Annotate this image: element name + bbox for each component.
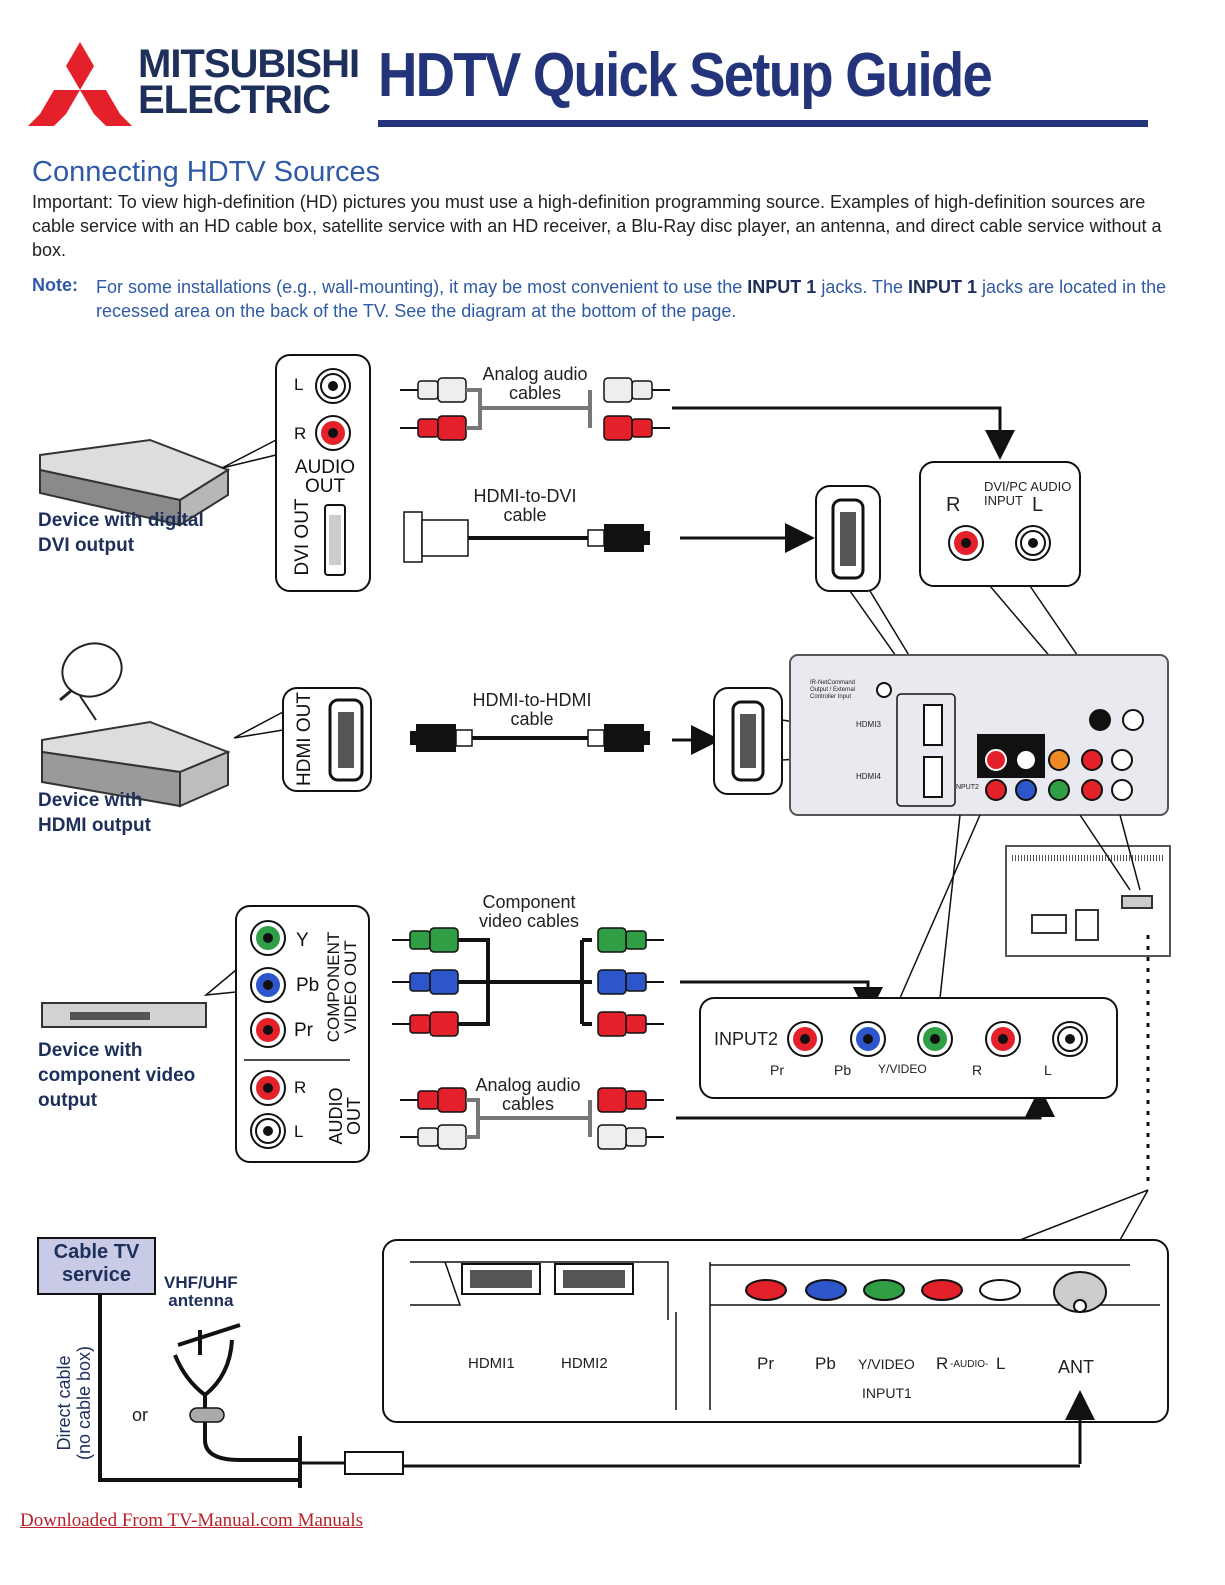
back-hdmi4-label: HDMI4 xyxy=(856,772,881,781)
title-rule xyxy=(378,120,1148,127)
input2-panel xyxy=(699,997,1118,1099)
satellite-dish-icon xyxy=(59,642,123,721)
input1-label: INPUT1 xyxy=(862,1385,912,1401)
note-text: For some installations (e.g., wall-mount… xyxy=(96,277,1167,321)
hdmi-out-label: HDMI OUT xyxy=(294,692,315,786)
dvi-out-label: DVI OUT xyxy=(292,498,313,576)
mitsubishi-logo-icon xyxy=(28,42,132,126)
component-device-icon xyxy=(41,1002,207,1028)
tv-hdmi-zoom-boxes xyxy=(713,485,931,795)
input1-r-label: R xyxy=(936,1354,949,1373)
analog-audio-cable-2 xyxy=(399,1087,1055,1150)
hdmi-device-icon xyxy=(41,720,231,808)
component-device-panel xyxy=(203,905,370,1163)
input1-audio-label: -AUDIO- xyxy=(950,1359,989,1370)
back-hdmi3-label: HDMI3 xyxy=(856,720,881,729)
brand-name: MITSUBISHI ELECTRIC xyxy=(138,42,360,122)
tv-back-panel xyxy=(789,654,1169,816)
analog-audio-cable-1 xyxy=(399,377,1015,460)
dvi-panel-l-label: L xyxy=(294,375,304,394)
back-input2-label: INPUT2 xyxy=(954,784,979,791)
footer-download-link[interactable]: Downloaded From TV-Manual.com Manuals xyxy=(20,1510,364,1531)
ant-label: ANT xyxy=(1058,1357,1094,1377)
audio-r-label: R xyxy=(294,1078,307,1097)
dvi-device-panel xyxy=(221,354,371,592)
input1-l-label: L xyxy=(996,1354,1006,1373)
input2-pb-label: Pb xyxy=(834,1062,852,1078)
intro-paragraph: Important: To view high-definition (HD) … xyxy=(32,192,1162,260)
hdmi1-label: HDMI1 xyxy=(468,1355,515,1372)
dvi-panel-r-label: R xyxy=(294,424,307,443)
input2-label: INPUT2 xyxy=(714,1029,779,1049)
antenna-feed xyxy=(37,1237,1080,1488)
hdmi-device-panel xyxy=(233,687,372,792)
input2-r-label: R xyxy=(972,1062,983,1078)
hdmi-to-hdmi-cable xyxy=(409,723,721,755)
input1-y-label: Y/VIDEO xyxy=(858,1356,915,1372)
component-pr-label: Pr xyxy=(294,1020,313,1041)
input2-y-label: Y/VIDEO xyxy=(878,1062,927,1076)
input1-pr-label: Pr xyxy=(757,1354,774,1373)
input1-jacks xyxy=(745,1271,1107,1313)
dvipc-r-label: R xyxy=(946,494,961,516)
hdmi2-label: HDMI2 xyxy=(561,1355,608,1372)
input1-panel xyxy=(382,1239,1169,1464)
component-y-label: Y xyxy=(296,930,309,951)
component-pb-label: Pb xyxy=(296,975,320,996)
note-label: Note: xyxy=(32,275,78,295)
or-label: or xyxy=(132,1405,149,1425)
dvi-device-icon xyxy=(39,438,231,527)
hdmi-to-dvi-cable xyxy=(403,511,815,563)
input1-pb-label: Pb xyxy=(815,1354,836,1373)
section-heading: Connecting HDTV Sources xyxy=(32,156,381,188)
page-title: HDTV Quick Setup Guide xyxy=(378,41,993,110)
input2-l-label: L xyxy=(1044,1062,1052,1078)
component-video-cables xyxy=(391,927,883,1037)
direct-cable-label: Direct cable(no cable box) xyxy=(54,1345,94,1461)
dvipc-l-label: L xyxy=(1032,494,1044,516)
tv-rear-overview-icon xyxy=(899,814,1171,1241)
input2-pr-label: Pr xyxy=(770,1062,784,1078)
audio-l-label: L xyxy=(294,1122,304,1141)
back-ir-label: IR-NetCommand Output / External Controll… xyxy=(810,680,856,700)
